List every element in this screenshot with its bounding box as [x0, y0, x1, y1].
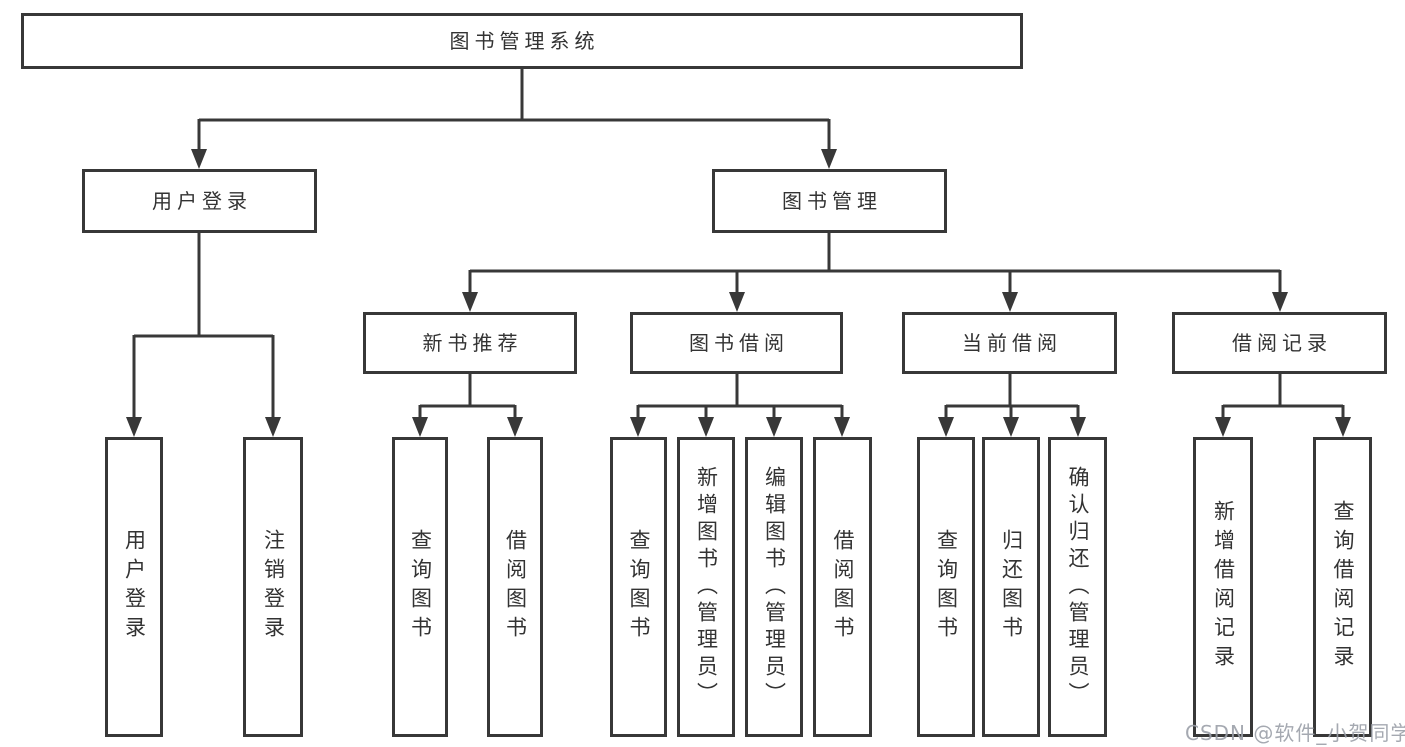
- node-current-borrowing: 当前借阅: [902, 312, 1117, 374]
- connector-arrowheads: [126, 149, 1351, 437]
- leaf-edit-books-admin: 编辑图书（管理员）: [745, 437, 803, 737]
- csdn-watermark: CSDN @软件_小贺同学: [1185, 721, 1405, 745]
- leaf-add-borrow-record: 新增借阅记录: [1193, 437, 1253, 737]
- leaf-query-books-1: 查询图书: [392, 437, 448, 737]
- node-borrowing-records: 借阅记录: [1172, 312, 1387, 374]
- leaf-query-books-3: 查询图书: [917, 437, 975, 737]
- node-book-borrowing: 图书借阅: [630, 312, 843, 374]
- node-new-book-recommendation: 新书推荐: [363, 312, 577, 374]
- leaf-query-borrow-record: 查询借阅记录: [1313, 437, 1372, 737]
- leaf-user-login: 用户登录: [105, 437, 163, 737]
- leaf-borrow-books-2: 借阅图书: [813, 437, 872, 737]
- leaf-borrow-books-1: 借阅图书: [487, 437, 543, 737]
- leaf-query-books-2: 查询图书: [610, 437, 667, 737]
- node-user-login-branch: 用户登录: [82, 169, 317, 233]
- leaf-add-books-admin: 新增图书（管理员）: [677, 437, 735, 737]
- leaf-return-books: 归还图书: [982, 437, 1040, 737]
- node-book-management-branch: 图书管理: [712, 169, 947, 233]
- node-root-title: 图书管理系统: [21, 13, 1023, 69]
- leaf-logout: 注销登录: [243, 437, 303, 737]
- leaf-confirm-return-admin: 确认归还（管理员）: [1048, 437, 1107, 737]
